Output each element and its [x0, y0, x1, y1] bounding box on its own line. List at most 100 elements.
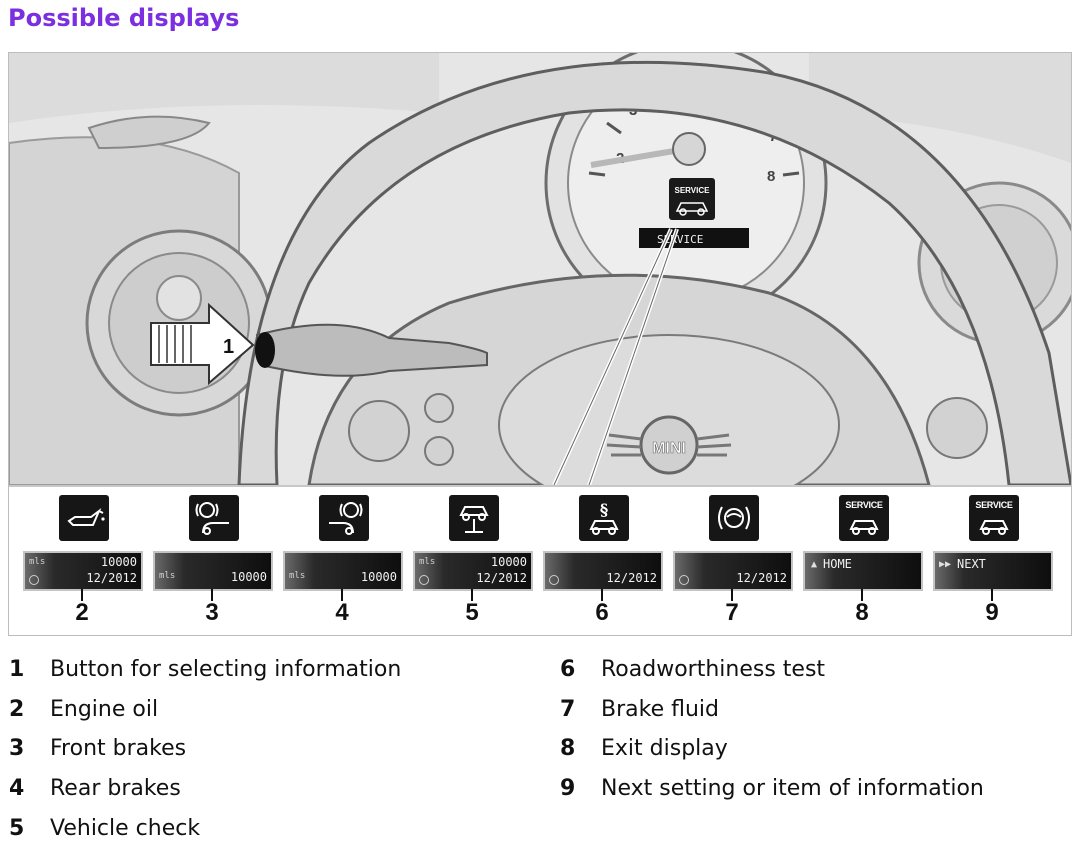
- callout-line: [861, 589, 863, 601]
- panel-number: 5: [465, 599, 479, 626]
- service-icon-text: SERVICE: [845, 500, 883, 510]
- mini-logo-circle: [639, 415, 699, 475]
- legend-text: Engine oil: [50, 697, 159, 722]
- callout-number-1: 1: [223, 336, 234, 358]
- panel-lcd: mls 10000: [153, 551, 273, 591]
- oil-can-icon: [59, 495, 109, 541]
- legend-number: 8: [560, 736, 576, 761]
- vent-knob: [156, 275, 202, 321]
- next-glyph-icon: ▶▶: [939, 559, 952, 570]
- arrow-icon: [150, 302, 255, 386]
- brake-fluid-icon: [709, 495, 759, 541]
- clock-icon: [549, 575, 559, 585]
- panel-number: 2: [75, 599, 89, 626]
- unit-label: mls: [289, 571, 306, 581]
- panel-lcd: mls 10000 12/2012: [413, 551, 533, 591]
- date-value: 12/2012: [476, 571, 527, 585]
- panel-lcd: ▶▶ NEXT: [933, 551, 1053, 591]
- home-label: HOME: [823, 557, 852, 571]
- legend-text: Rear brakes: [50, 776, 181, 801]
- dial-number-8: 8: [767, 168, 775, 185]
- unit-label: mls: [29, 557, 46, 567]
- home-glyph-icon: ▲: [811, 559, 818, 570]
- panel-number: 7: [725, 599, 739, 626]
- dashboard-top-right: [809, 53, 1071, 163]
- display-strip: mls 10000 12/2012 2 mls 10000: [9, 485, 1071, 635]
- next-label: NEXT: [957, 557, 986, 571]
- panel-lcd: ▲ HOME: [803, 551, 923, 591]
- roadworthiness-icon: §: [579, 495, 629, 541]
- callout-line: [211, 589, 213, 601]
- date-value: 12/2012: [606, 571, 657, 585]
- dashboard-illustration: 2 3 4 5 6 7 8 SERVICE SERVICE MINI: [8, 52, 1072, 636]
- panel-brake-fluid: 12/2012 7: [673, 495, 793, 631]
- needle-hub: [672, 132, 706, 166]
- callout-line: [991, 589, 993, 601]
- steering-buttons-left: [348, 393, 454, 466]
- panel-number: 9: [985, 599, 999, 626]
- clock-icon: [29, 575, 39, 585]
- panel-number: 8: [855, 599, 869, 626]
- panel-lcd: 12/2012: [543, 551, 663, 591]
- service-icon-text: SERVICE: [975, 500, 1013, 510]
- panel-roadworthiness: § 12/2012 6: [543, 495, 663, 631]
- clock-icon: [679, 575, 689, 585]
- top-vent: [87, 115, 211, 150]
- panel-engine-oil: mls 10000 12/2012 2: [23, 495, 143, 631]
- cluster-service-icon: [669, 178, 715, 220]
- panel-rear-brakes: mls 10000 4: [283, 495, 403, 631]
- panel-number: 3: [205, 599, 219, 626]
- legend-number: 2: [9, 697, 25, 722]
- callout-line: [731, 589, 733, 601]
- legend-text: Next setting or item of information: [601, 776, 984, 801]
- legend-text: Exit display: [601, 736, 728, 761]
- callout-line: [81, 589, 83, 601]
- legend-number: 1: [9, 657, 25, 682]
- page-title: Possible displays: [8, 4, 240, 32]
- mini-logo-wings: [606, 433, 732, 457]
- legend-number: 3: [9, 736, 25, 761]
- panel-number: 6: [595, 599, 609, 626]
- unit-label: mls: [419, 557, 436, 567]
- panel-exit-display: SERVICE ▲ HOME 8: [803, 495, 923, 631]
- mileage-value: 10000: [360, 570, 397, 584]
- front-brake-icon: [189, 495, 239, 541]
- panel-number: 4: [335, 599, 349, 626]
- airbag-cover: [498, 334, 840, 485]
- legend-text: Front brakes: [50, 736, 187, 761]
- tachometer-needle: [590, 146, 687, 168]
- arrow-hatch: [158, 325, 192, 363]
- service-car-icon: SERVICE: [839, 495, 889, 541]
- legend-number: 9: [560, 776, 576, 801]
- legend-number: 7: [560, 697, 576, 722]
- cluster-service-icon-text: SERVICE: [675, 186, 711, 195]
- legend-text: Button for selecting information: [50, 657, 402, 682]
- dashboard-top: [9, 53, 439, 123]
- legend-number: 6: [560, 657, 576, 682]
- mileage-value: 10000: [100, 555, 137, 569]
- mileage-value: 10000: [230, 570, 267, 584]
- vehicle-lift-icon: [449, 495, 499, 541]
- callout-line: [341, 589, 343, 601]
- clock-icon: [419, 575, 429, 585]
- unit-label: mls: [159, 571, 176, 581]
- service-car-icon: SERVICE: [969, 495, 1019, 541]
- stalk-button: [255, 332, 275, 368]
- rear-brake-icon: [319, 495, 369, 541]
- dashboard-drawing: 2 3 4 5 6 7 8 SERVICE SERVICE MINI: [9, 53, 1071, 485]
- steering-buttons-right: [926, 397, 988, 459]
- callout-line: [471, 589, 473, 601]
- legend-number: 4: [9, 776, 25, 801]
- date-value: 12/2012: [736, 571, 787, 585]
- legend-text: Brake fluid: [601, 697, 719, 722]
- steering-wheel-rim: [237, 60, 1071, 485]
- legend-number: 5: [9, 816, 25, 841]
- panel-lcd: mls 10000: [283, 551, 403, 591]
- panel-vehicle-check: mls 10000 12/2012 5: [413, 495, 533, 631]
- callout-line: [601, 589, 603, 601]
- date-value: 12/2012: [86, 571, 137, 585]
- mileage-value: 10000: [490, 555, 527, 569]
- legend-text: Roadworthiness test: [601, 657, 826, 682]
- svg-text:§: §: [600, 500, 608, 519]
- indicator-stalk: [255, 323, 488, 377]
